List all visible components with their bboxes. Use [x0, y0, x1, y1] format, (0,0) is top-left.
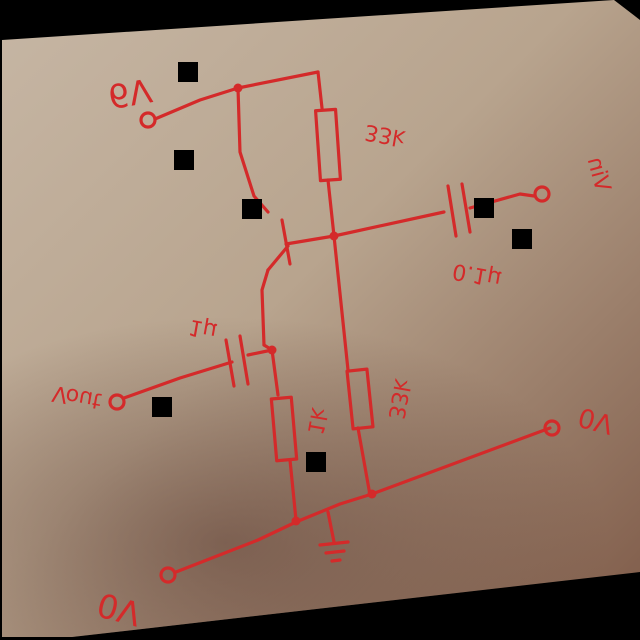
capacitor-output — [446, 182, 472, 238]
occlusion-markers — [152, 62, 532, 472]
label-supply: 6V — [105, 70, 155, 116]
label-c-out: 1µ — [187, 314, 219, 343]
paper-shadow — [2, 260, 640, 637]
label-r-emitter: 1k — [302, 406, 331, 437]
circuit-wires — [108, 70, 561, 584]
capacitor-input — [224, 334, 250, 388]
resistor-top — [313, 107, 343, 183]
resistor-bottom — [345, 367, 375, 431]
resistor-emitter — [269, 395, 299, 463]
junction-dots — [233, 83, 377, 526]
